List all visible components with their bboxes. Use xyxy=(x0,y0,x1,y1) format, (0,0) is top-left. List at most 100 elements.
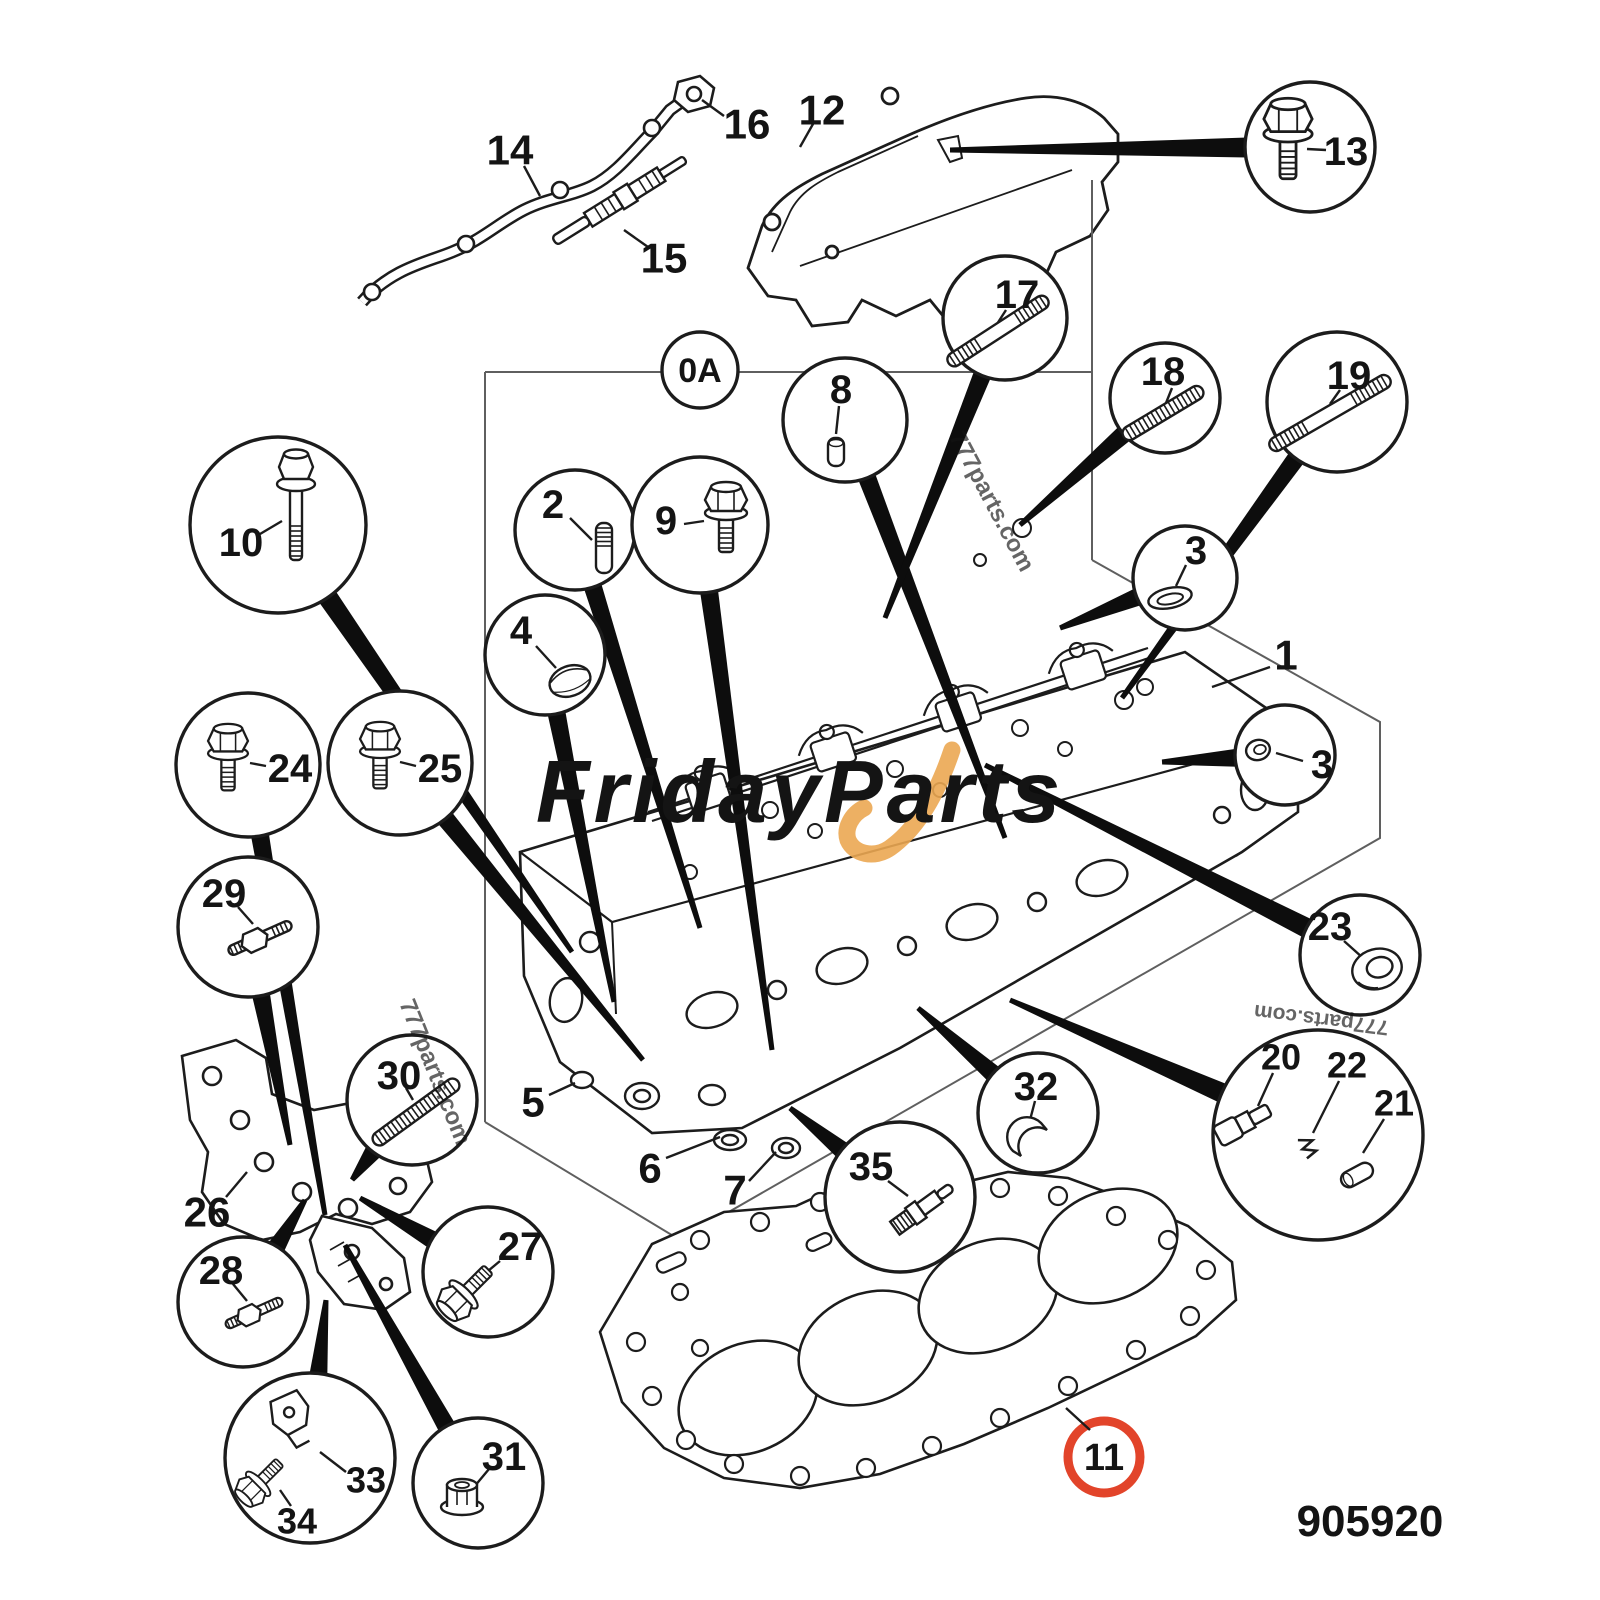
callout-leader xyxy=(232,1283,248,1302)
stud-icon xyxy=(594,521,614,575)
callout-part-29[interactable]: 29 xyxy=(176,855,320,999)
fnut-icon xyxy=(439,1477,485,1517)
callout-number: 20 xyxy=(1261,1037,1301,1078)
callout-leader xyxy=(404,1087,415,1101)
callout-leader xyxy=(683,519,705,526)
callout-part-17[interactable]: 17 xyxy=(941,254,1069,382)
callout-leader xyxy=(1174,564,1188,587)
callout-number: 33 xyxy=(346,1460,386,1501)
callout-leader xyxy=(569,517,593,541)
leader-wedge-part-13 xyxy=(949,137,1248,158)
callout-part-13[interactable]: 13 xyxy=(1243,80,1377,214)
callout-part-23[interactable]: 23 xyxy=(1298,893,1422,1017)
rod-icon xyxy=(371,1077,461,1147)
callout-number: 30 xyxy=(377,1054,422,1098)
callout-circle[interactable] xyxy=(176,855,320,999)
callout-circle[interactable] xyxy=(660,330,740,410)
leader-wedge-part-28 xyxy=(268,1198,308,1253)
callout-part-19[interactable]: 19 xyxy=(1265,330,1409,474)
callout-circle[interactable] xyxy=(1211,1028,1425,1242)
highlight-circle[interactable] xyxy=(1063,1416,1145,1498)
part-label: 26 xyxy=(184,1189,231,1236)
callout-part-4[interactable]: 4 xyxy=(483,593,607,717)
callout-number: 28 xyxy=(199,1249,244,1293)
callout-part-3-cap[interactable]: 3 xyxy=(1131,524,1239,632)
rod-icon xyxy=(1121,384,1205,442)
callout-number: 4 xyxy=(510,609,533,653)
callout-circle[interactable] xyxy=(188,435,368,615)
rod-icon xyxy=(1268,373,1392,453)
callout-leader xyxy=(1311,1080,1341,1134)
label-leader xyxy=(623,229,649,248)
key-icon xyxy=(1006,1116,1048,1158)
callout-part-27[interactable]: 27 xyxy=(421,1205,555,1339)
callout-circle[interactable] xyxy=(781,356,909,484)
label-5: 5 xyxy=(521,1079,576,1126)
callout-circle[interactable] xyxy=(174,691,322,839)
leader-wedge-part-2 xyxy=(583,582,703,929)
callout-leader xyxy=(535,645,557,669)
studnut-icon xyxy=(224,1296,284,1330)
leader-wedge-part-27 xyxy=(358,1195,438,1249)
callout-circle[interactable] xyxy=(513,468,637,592)
callout-part-31[interactable]: 31 xyxy=(411,1416,545,1550)
callout-part-2[interactable]: 2 xyxy=(513,468,637,592)
callout-part-11-highlight[interactable]: 11 xyxy=(1063,1416,1145,1498)
callout-circle[interactable] xyxy=(223,1371,397,1545)
callout-number: 31 xyxy=(482,1435,527,1479)
leader-wedge-part-9 xyxy=(700,589,775,1051)
callout-leader xyxy=(1256,1072,1275,1107)
callout-number: 22 xyxy=(1327,1045,1367,1086)
callout-number: 21 xyxy=(1374,1083,1414,1124)
callout-number: 10 xyxy=(219,521,264,565)
callout-frame-ref[interactable]: 0A xyxy=(660,330,740,410)
callout-part-32[interactable]: 32 xyxy=(976,1051,1100,1175)
label-leader xyxy=(548,1081,576,1097)
callout-part-35[interactable]: 35 xyxy=(823,1120,977,1274)
callout-part-8[interactable]: 8 xyxy=(781,356,909,484)
fbolt-icon xyxy=(435,1265,493,1323)
lbolt-icon xyxy=(275,448,317,562)
callout-part-24[interactable]: 24 xyxy=(174,691,322,839)
brand-watermark: FridayParts xyxy=(536,742,1064,841)
callout-part-33-34[interactable]: 33 34 xyxy=(223,1371,397,1545)
leader-wedge-part-20-21-22 xyxy=(1008,997,1228,1103)
callout-number: 18 xyxy=(1141,350,1186,394)
site-watermark-1: 777parts.com xyxy=(943,427,1039,576)
callout-leader xyxy=(399,760,417,768)
drawing-code: 905920 xyxy=(1297,1497,1444,1546)
callout-part-18[interactable]: 18 xyxy=(1108,341,1222,455)
callout-number: 34 xyxy=(277,1501,317,1542)
label-6: 6 xyxy=(638,1135,721,1192)
callout-number: 3 xyxy=(1311,743,1333,787)
bushing-icon xyxy=(1244,738,1272,762)
part-label: 5 xyxy=(521,1079,544,1126)
leader-wedge-part-25 xyxy=(437,811,645,1062)
label-14: 14 xyxy=(487,127,542,197)
callout-leader xyxy=(1329,389,1341,405)
callout-number: 3 xyxy=(1185,529,1207,573)
mount-bracket-art xyxy=(180,1038,434,1312)
callout-part-25[interactable]: 25 xyxy=(326,689,474,837)
clip-icon xyxy=(1297,1138,1320,1160)
callout-part-3-bush[interactable]: 3 xyxy=(1233,703,1337,807)
callout-part-28[interactable]: 28 xyxy=(176,1235,310,1369)
callout-circle[interactable] xyxy=(630,455,770,595)
label-15: 15 xyxy=(623,229,687,282)
fbolt-icon xyxy=(703,480,749,554)
part-label: 16 xyxy=(724,101,771,148)
callout-part-9[interactable]: 9 xyxy=(630,455,770,595)
callout-leader xyxy=(249,761,267,768)
brand-swoosh xyxy=(838,741,961,863)
leader-wedge-part-23 xyxy=(983,762,1313,938)
part-label: 7 xyxy=(723,1167,746,1214)
label-leader xyxy=(665,1135,721,1160)
callout-circle[interactable] xyxy=(176,1235,310,1369)
callout-number: 11 xyxy=(1084,1437,1124,1479)
callout-part-30[interactable]: 30 xyxy=(345,1033,479,1167)
callout-circle[interactable] xyxy=(823,1120,977,1274)
callout-part-10[interactable]: 10 xyxy=(188,435,368,615)
